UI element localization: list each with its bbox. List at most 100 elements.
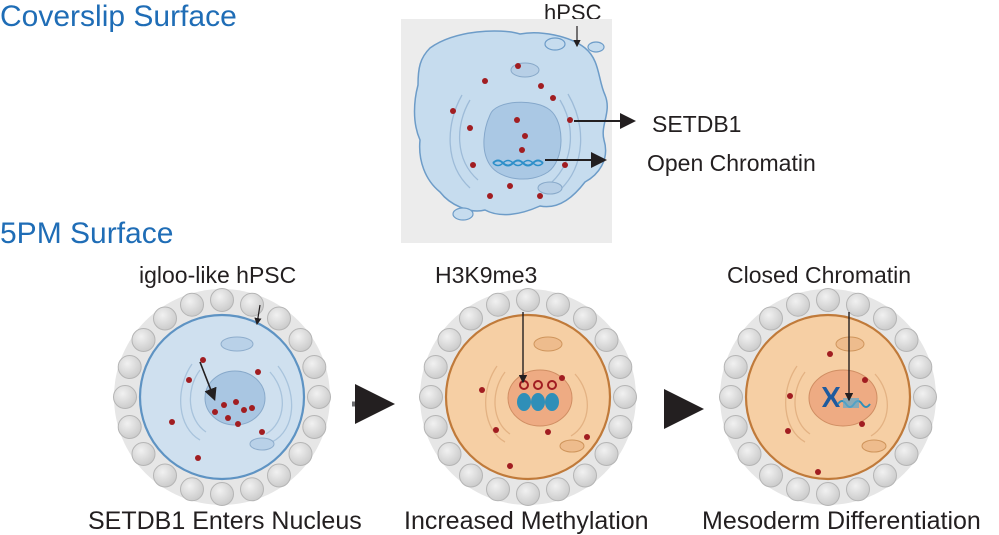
pm-bead — [131, 442, 156, 466]
pm-bead — [608, 355, 633, 379]
pm-bead — [723, 415, 748, 439]
panel1-top-label: igloo-like hPSC — [139, 262, 297, 288]
panel1-caption: SETDB1 Enters Nucleus — [88, 507, 362, 535]
coverslip-surface-title: Coverslip Surface — [0, 0, 237, 33]
mitochondrion — [559, 439, 585, 453]
mitochondrion — [249, 437, 275, 451]
pm-bead — [117, 355, 142, 379]
pm-bead — [459, 463, 483, 488]
panel3-cell — [744, 312, 912, 481]
pm-bead — [486, 477, 510, 502]
pm-bead — [437, 442, 462, 466]
pm-bead — [786, 292, 810, 317]
pm-bead — [546, 477, 570, 502]
endoplasmic-reticulum — [485, 365, 588, 443]
pm-bead — [546, 292, 570, 317]
pm-bead — [759, 306, 783, 331]
membrane-bleb — [587, 41, 605, 53]
pm-bead — [267, 463, 291, 488]
mitochondrion — [861, 439, 887, 453]
endoplasmic-reticulum — [449, 93, 582, 191]
pm-bead — [737, 328, 762, 352]
pm-bead — [210, 482, 234, 506]
hpsc-label: hPSC — [544, 0, 602, 25]
endoplasmic-reticulum — [180, 363, 293, 443]
pm-bead — [816, 288, 840, 312]
pm-bead — [113, 385, 137, 409]
panel3-caption: Mesoderm Differentiation — [702, 507, 981, 535]
mitochondrion — [835, 336, 865, 352]
pm-bead — [594, 442, 619, 466]
pm-bead — [423, 355, 448, 379]
pm-bead — [419, 385, 443, 409]
pm-bead — [908, 415, 933, 439]
condensed-chromatin — [843, 398, 859, 408]
open-chromatin-label: Open Chromatin — [647, 150, 816, 176]
pm-bead — [908, 355, 933, 379]
setdb1-dots — [785, 351, 868, 475]
pm-bead — [302, 355, 327, 379]
panel2-top-label: H3K9me3 — [435, 262, 538, 288]
pm-bead — [594, 328, 619, 352]
setdb1-dots — [169, 357, 265, 461]
igloo-pointer-arrow — [254, 304, 262, 326]
pm-bead — [894, 442, 919, 466]
pm-bead — [267, 306, 291, 331]
pm-bead — [737, 442, 762, 466]
pm-bead — [153, 306, 177, 331]
pm-bead — [873, 463, 897, 488]
panel1-cell — [138, 304, 306, 481]
pm-bead — [180, 292, 204, 317]
setdb1-dots — [450, 63, 573, 199]
pm-bead — [153, 463, 177, 488]
pm-bead — [516, 482, 540, 506]
pm-bead — [873, 306, 897, 331]
nucleus — [483, 101, 562, 180]
pm-bead — [288, 328, 313, 352]
mitochondrion — [220, 336, 254, 352]
pm-bead — [846, 292, 870, 317]
panel2-caption: Increased Methylation — [404, 507, 649, 535]
pm-bead — [786, 477, 810, 502]
mitochondrion — [537, 181, 563, 195]
pm-bead — [437, 328, 462, 352]
nuclear-entry-arrow — [199, 361, 217, 401]
pm-bead — [719, 385, 743, 409]
pm-bead — [210, 288, 234, 312]
membrane-bleb — [452, 207, 474, 221]
pm-bead — [723, 355, 748, 379]
pm-bead — [613, 385, 637, 409]
pm-bead — [459, 306, 483, 331]
pm-bead — [516, 288, 540, 312]
pm-bead — [573, 463, 597, 488]
panel2-cell — [444, 312, 612, 481]
pm-bead — [180, 477, 204, 502]
pm-bead — [759, 463, 783, 488]
pm-bead — [307, 385, 331, 409]
pm-bead — [240, 477, 264, 502]
pm-bead — [240, 292, 264, 317]
pm-bead — [117, 415, 142, 439]
open-chromatin-strand — [492, 159, 544, 167]
pm-bead — [913, 385, 937, 409]
pm-bead — [302, 415, 327, 439]
coverslip-panel — [401, 19, 636, 243]
chromosome-icon — [822, 387, 840, 407]
setdb1-label: SETDB1 — [652, 111, 742, 137]
pm-bead — [573, 306, 597, 331]
pm-bead — [423, 415, 448, 439]
methylated-nucleosomes — [517, 380, 559, 411]
pm-bead — [608, 415, 633, 439]
pm-surface-title: 5PM Surface — [0, 217, 174, 250]
setdb1-dots — [479, 375, 590, 469]
pm-bead — [288, 442, 313, 466]
pm-bead — [894, 328, 919, 352]
endoplasmic-reticulum — [785, 365, 888, 443]
panel3-top-label: Closed Chromatin — [727, 262, 912, 288]
membrane-bleb — [544, 37, 566, 51]
pm-bead — [816, 482, 840, 506]
pm-bead — [486, 292, 510, 317]
open-chromatin-strand — [492, 159, 544, 167]
pm-bead — [131, 328, 156, 352]
